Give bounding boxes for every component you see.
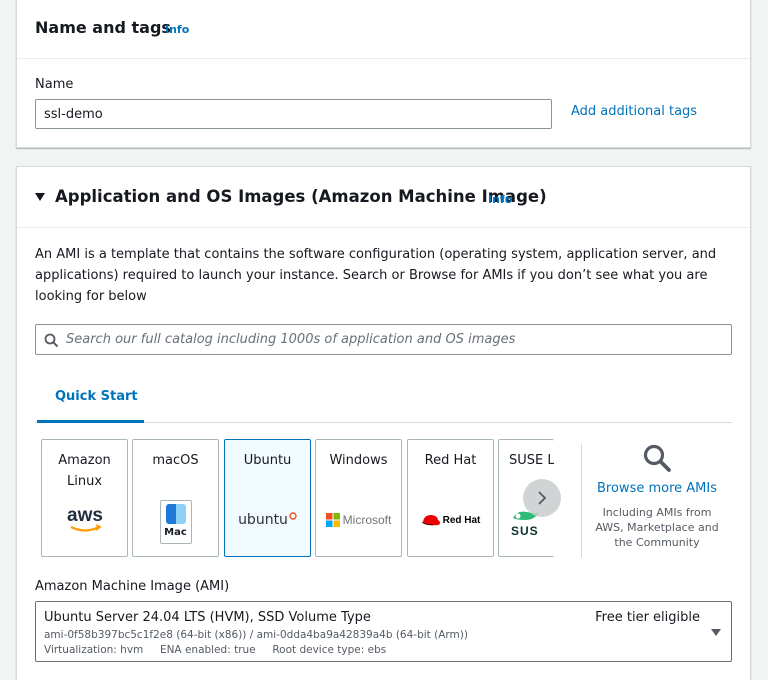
expand-triangle-icon[interactable] [35, 193, 45, 201]
redhat-logo-icon: Red Hat [408, 502, 493, 538]
mac-logo-text: Mac [164, 527, 187, 538]
os-card-amazon-linux[interactable]: Amazon Linux aws [41, 439, 128, 557]
os-card-label: Red Hat [424, 453, 477, 468]
ami-description: An AMI is a template that contains the s… [35, 247, 717, 304]
mac-finder-icon: Mac [133, 498, 218, 546]
name-field-label: Name [35, 77, 74, 92]
browse-more-description: Including AMIs from AWS, Marketplace and… [595, 506, 719, 549]
microsoft-logo-icon: Microsoft [316, 502, 401, 538]
chevron-right-icon [538, 491, 547, 505]
redhat-logo-text: Red Hat [442, 514, 481, 526]
carousel-next-button[interactable] [523, 479, 561, 517]
ami-select[interactable]: Ubuntu Server 24.04 LTS (HVM), SSD Volum… [35, 601, 732, 662]
name-tags-panel: Name and tags Info Name Add additional t… [16, 0, 751, 148]
browse-divider [581, 444, 582, 558]
os-card-macos[interactable]: macOS Mac [132, 439, 219, 557]
name-tags-info-link[interactable]: Info [165, 23, 190, 36]
name-input[interactable] [35, 99, 552, 129]
suse-logo-text: SUS [511, 524, 539, 538]
ami-panel: Application and OS Images (Amazon Machin… [16, 166, 751, 680]
ami-search-input[interactable]: Search our full catalog including 1000s … [35, 324, 732, 355]
ami-section-title: Application and OS Images (Amazon Machin… [55, 187, 547, 206]
os-card-suse[interactable]: SUSE Li SUS [498, 439, 554, 557]
tab-quick-start[interactable]: Quick Start [55, 389, 138, 404]
browse-more-amis[interactable]: Browse more AMIs Including AMIs from AWS… [592, 443, 722, 550]
name-tags-header: Name and tags Info [17, 0, 750, 59]
search-placeholder: Search our full catalog including 1000s … [66, 332, 516, 347]
add-additional-tags-link[interactable]: Add additional tags [571, 104, 698, 119]
os-card-red-hat[interactable]: Red Hat Red Hat [407, 439, 494, 557]
ami-select-label: Amazon Machine Image (AMI) [35, 579, 230, 594]
os-card-windows[interactable]: Windows Microsoft [315, 439, 402, 557]
search-icon [44, 333, 59, 348]
os-card-label: Ubuntu [243, 453, 292, 468]
os-card-ubuntu[interactable]: Ubuntu ubuntu [224, 439, 311, 557]
search-icon [643, 444, 671, 472]
ami-header[interactable]: Application and OS Images (Amazon Machin… [17, 167, 750, 228]
ami-meta: Virtualization: hvm ENA enabled: true Ro… [44, 644, 387, 656]
ubuntu-logo-icon: ubuntu [225, 502, 310, 538]
free-tier-badge: Free tier eligible [595, 610, 700, 625]
tab-divider [35, 422, 732, 423]
aws-logo-text: aws [67, 505, 103, 526]
os-card-label: Amazon Linux [58, 453, 111, 489]
caret-down-icon [711, 629, 721, 636]
ami-selected-name: Ubuntu Server 24.04 LTS (HVM), SSD Volum… [44, 610, 371, 625]
ubuntu-logo-text: ubuntu [238, 512, 288, 528]
browse-more-amis-link[interactable]: Browse more AMIs [597, 481, 717, 496]
name-tags-title: Name and tags [35, 18, 171, 37]
tab-active-indicator [37, 420, 144, 423]
ami-info-link[interactable]: Info [488, 193, 513, 206]
os-card-label: SUSE Li [509, 453, 554, 468]
aws-logo-icon: aws [42, 502, 127, 538]
ami-ids: ami-0f58b397bc5c1f2e8 (64-bit (x86)) / a… [44, 629, 468, 641]
microsoft-logo-text: Microsoft [342, 513, 392, 527]
os-card-label: Windows [329, 453, 388, 468]
os-card-label: macOS [152, 453, 199, 468]
